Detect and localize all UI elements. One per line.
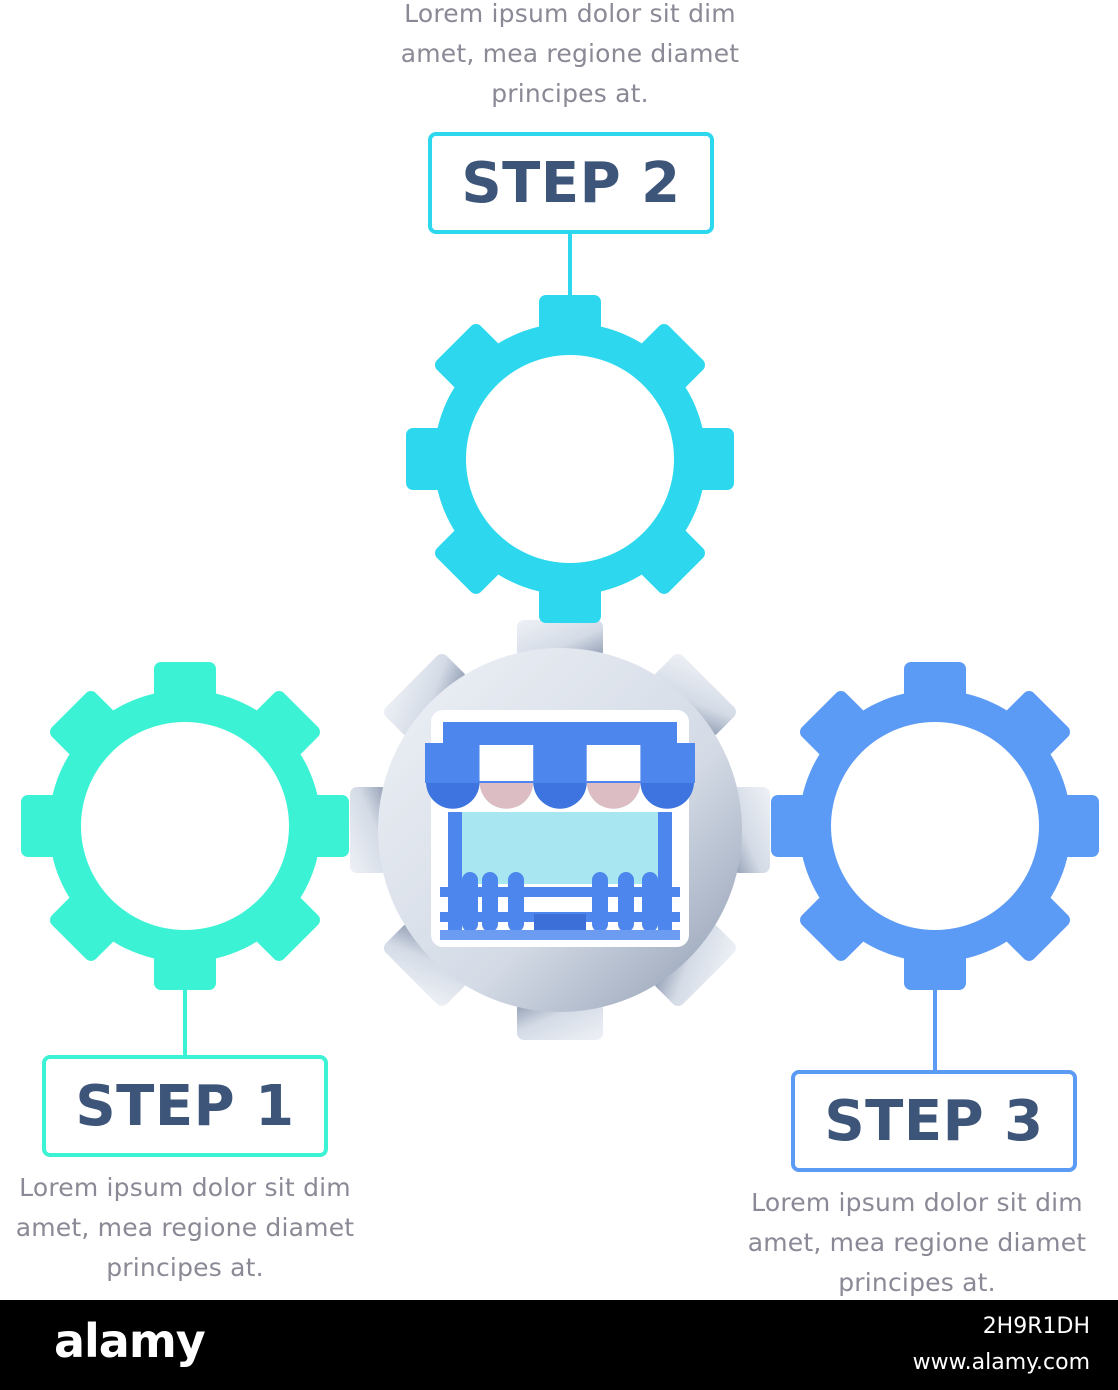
footer-url[interactable]: www.alamy.com [912, 1350, 1090, 1375]
step1-box: STEP 1 [42, 1055, 328, 1157]
footer-logo: alamy [54, 1314, 206, 1368]
step2-label: STEP 2 [461, 150, 681, 216]
step1-gear-icon [21, 662, 349, 990]
step3-box: STEP 3 [791, 1070, 1077, 1172]
footer-bar: alamy 2H9R1DH www.alamy.com [0, 1300, 1118, 1390]
step1-label: STEP 1 [75, 1073, 295, 1139]
step3-label: STEP 3 [824, 1088, 1044, 1154]
storefront-icon [425, 710, 695, 947]
footer-image-id: 2H9R1DH [982, 1314, 1090, 1339]
step2-box: STEP 2 [428, 132, 714, 234]
process-diagram [21, 232, 1099, 1073]
step2-description: Lorem ipsum dolor sit dim amet, mea regi… [400, 0, 740, 108]
step2-gear-icon [406, 295, 734, 623]
step1-description: Lorem ipsum dolor sit dim amet, mea regi… [15, 1173, 355, 1282]
step3-description: Lorem ipsum dolor sit dim amet, mea regi… [747, 1188, 1087, 1297]
step3-gear-icon [771, 662, 1099, 990]
